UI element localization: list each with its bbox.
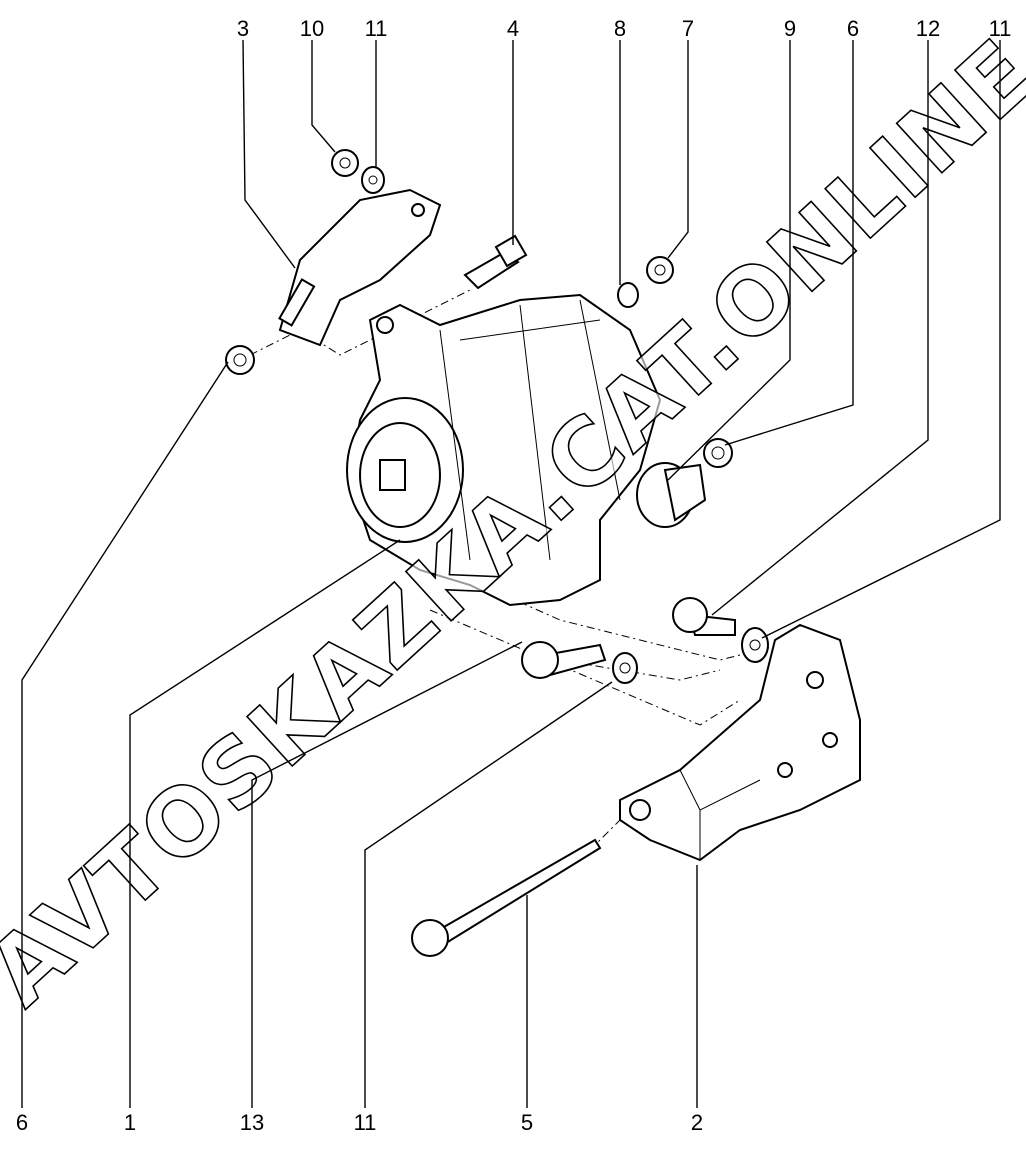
callout-3: 3: [237, 16, 249, 41]
callout-2: 2: [691, 1110, 703, 1135]
callouts-top: 3 10 11 4 8 7 9 6 12 11: [237, 16, 1012, 41]
callout-1: 1: [124, 1110, 136, 1135]
callout-10: 10: [300, 16, 324, 41]
callout-6: 6: [16, 1110, 28, 1135]
callout-5: 5: [521, 1110, 533, 1135]
callout-12: 12: [916, 16, 940, 41]
nuts-and-washers: [225, 149, 769, 684]
callout-8: 8: [614, 16, 626, 41]
leader-lines: [21, 39, 1001, 1108]
bolts: [411, 234, 736, 957]
callout-4: 4: [507, 16, 519, 41]
callout-6: 6: [847, 16, 859, 41]
callout-13: 13: [240, 1110, 264, 1135]
callout-11: 11: [989, 16, 1012, 41]
callout-11: 11: [354, 1110, 377, 1135]
callout-11: 11: [365, 16, 388, 41]
alternator: [346, 293, 662, 607]
mounting-bracket: [619, 623, 861, 862]
callouts-bottom: 6 1 13 11 5 2: [16, 1110, 703, 1135]
adjusting-bracket: [278, 188, 442, 347]
callout-9: 9: [784, 16, 796, 41]
callout-7: 7: [682, 16, 694, 41]
